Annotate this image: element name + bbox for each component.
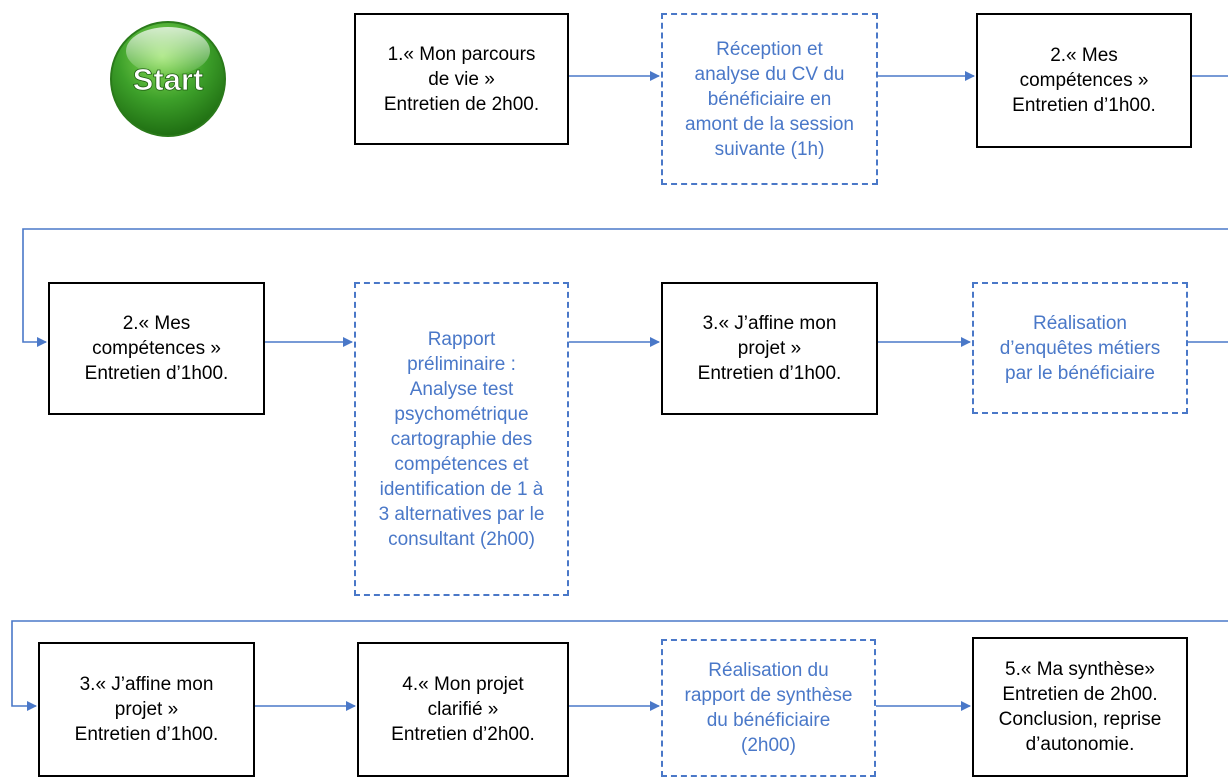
- start-icon: Start: [110, 21, 226, 137]
- step-7-box: Réalisation d’enquêtes métiers par le bé…: [972, 282, 1188, 414]
- step-8-text: 3.« J’affine mon projet » Entretien d’1h…: [74, 674, 219, 745]
- step-8-box: 3.« J’affine mon projet » Entretien d’1h…: [38, 642, 255, 777]
- step-11-box: 5.« Ma synthèse» Entretien de 2h00. Conc…: [972, 637, 1188, 777]
- step-3-box: 2.« Mes compétences » Entretien d’1h00.: [976, 13, 1192, 148]
- step-10-text: Réalisation du rapport de synthèse du bé…: [684, 660, 853, 756]
- step-1-box: 1.« Mon parcours de vie » Entretien de 2…: [354, 13, 569, 145]
- step-9-box: 4.« Mon projet clarifié » Entretien d’2h…: [357, 642, 569, 777]
- step-6-box: 3.« J’affine mon projet » Entretien d’1h…: [661, 282, 878, 415]
- step-3-text: 2.« Mes compétences » Entretien d’1h00.: [1012, 45, 1156, 116]
- arrow-wrap-2: [11, 620, 1228, 711]
- step-4-text: 2.« Mes compétences » Entretien d’1h00.: [84, 313, 229, 384]
- step-7-text: Réalisation d’enquêtes métiers par le bé…: [999, 312, 1161, 384]
- step-5-text: Rapport préliminaire : Analyse test psyc…: [378, 328, 545, 550]
- step-1-text: 1.« Mon parcours de vie » Entretien de 2…: [383, 43, 540, 115]
- step-11-text: 5.« Ma synthèse» Entretien de 2h00. Conc…: [998, 659, 1162, 755]
- step-5-box: Rapport préliminaire : Analyse test psyc…: [354, 282, 569, 596]
- arrow-wrap-1: [22, 228, 1228, 347]
- step-9-text: 4.« Mon projet clarifié » Entretien d’2h…: [391, 674, 535, 745]
- step-10-box: Réalisation du rapport de synthèse du bé…: [661, 639, 876, 777]
- step-2-text: Réception et analyse du CV du bénéficiai…: [685, 38, 854, 160]
- step-2-box: Réception et analyse du CV du bénéficiai…: [661, 13, 878, 185]
- step-4-box: 2.« Mes compétences » Entretien d’1h00.: [48, 282, 265, 415]
- step-6-text: 3.« J’affine mon projet » Entretien d’1h…: [697, 313, 842, 384]
- start-label: Start: [133, 62, 204, 97]
